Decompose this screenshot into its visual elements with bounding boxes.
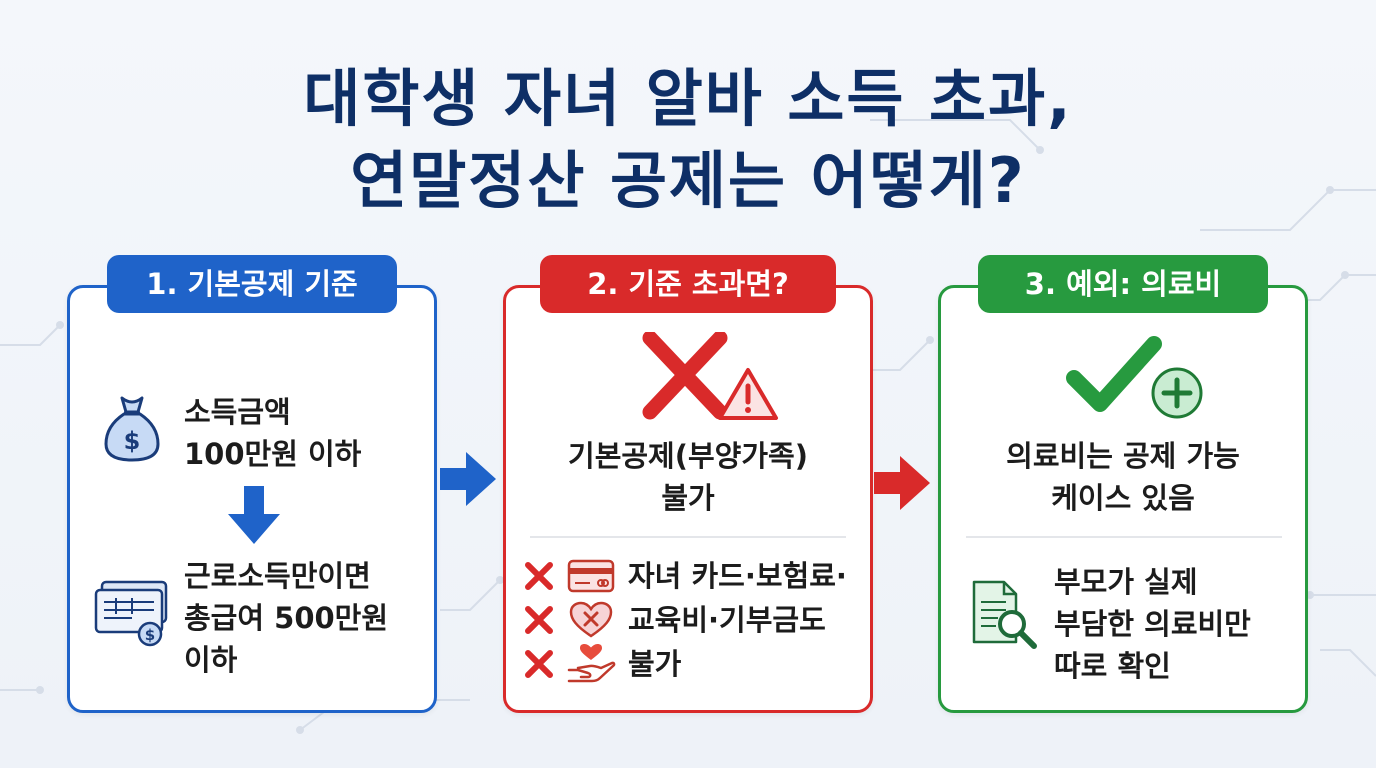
- main-title: 대학생 자녀 알바 소득 초과, 연말정산 공제는 어떻게?: [0, 58, 1376, 222]
- no-deduction-line-1: 기본공제(부양가족): [568, 439, 808, 473]
- badge-basic-deduction: 1. 기본공제 기준: [107, 255, 397, 313]
- medical-deductible-line-1: 의료비는 공제 가능: [1006, 439, 1240, 473]
- earned-income-line-3: 이하: [184, 643, 238, 677]
- title-line-2: 연말정산 공제는 어떻게?: [350, 144, 1026, 217]
- svg-text:$: $: [124, 427, 141, 455]
- badge-medical-exception: 3. 예외: 의료비: [978, 255, 1268, 313]
- donation-hand-icon: [567, 644, 616, 683]
- paycheck-icon: $: [94, 580, 168, 647]
- parent-paid-line-2: 부담한 의료비만: [1054, 607, 1251, 641]
- right-arrow-icon: [874, 456, 930, 510]
- excluded-item-card-insurance: 자녀 카드·보험료·: [628, 559, 847, 593]
- title-line-1: 대학생 자녀 알바 소득 초과,: [303, 62, 1073, 135]
- excluded-item-not-allowed: 불가: [628, 647, 682, 681]
- right-arrow-icon: [440, 452, 496, 506]
- document-search-icon: [972, 580, 1037, 649]
- excluded-item-education-donation: 교육비·기부금도: [628, 603, 826, 637]
- credit-card-icon: [567, 559, 615, 593]
- earned-income-line-1: 근로소득만이면: [184, 559, 371, 593]
- warning-icon: [718, 368, 778, 420]
- no-deduction-line-2: 불가: [661, 481, 715, 515]
- checkmark-icon: [1066, 336, 1162, 412]
- cross-icon: [525, 606, 553, 634]
- panel-over-limit: [503, 285, 873, 713]
- cross-icon: [525, 562, 553, 590]
- panel-3-divider: [966, 536, 1282, 538]
- panel-2-divider: [530, 536, 846, 538]
- badge-over-limit: 2. 기준 초과면?: [540, 255, 836, 313]
- earned-income-line-2: 총급여 500만원: [184, 601, 389, 635]
- income-limit-line-1: 소득금액: [184, 395, 291, 429]
- cross-icon: [642, 332, 728, 420]
- parent-paid-line-3: 따로 확인: [1054, 649, 1171, 683]
- cross-icon: [525, 650, 553, 678]
- medical-plus-icon: [1151, 367, 1203, 419]
- medical-deductible-line-2: 케이스 있음: [1051, 481, 1195, 515]
- heart-cross-icon: [569, 601, 613, 638]
- income-limit-line-2: 100만원 이하: [184, 437, 362, 471]
- parent-paid-line-1: 부모가 실제: [1054, 565, 1198, 599]
- money-bag-icon: $: [104, 396, 160, 462]
- svg-text:$: $: [145, 626, 155, 644]
- down-arrow-icon: [228, 486, 280, 544]
